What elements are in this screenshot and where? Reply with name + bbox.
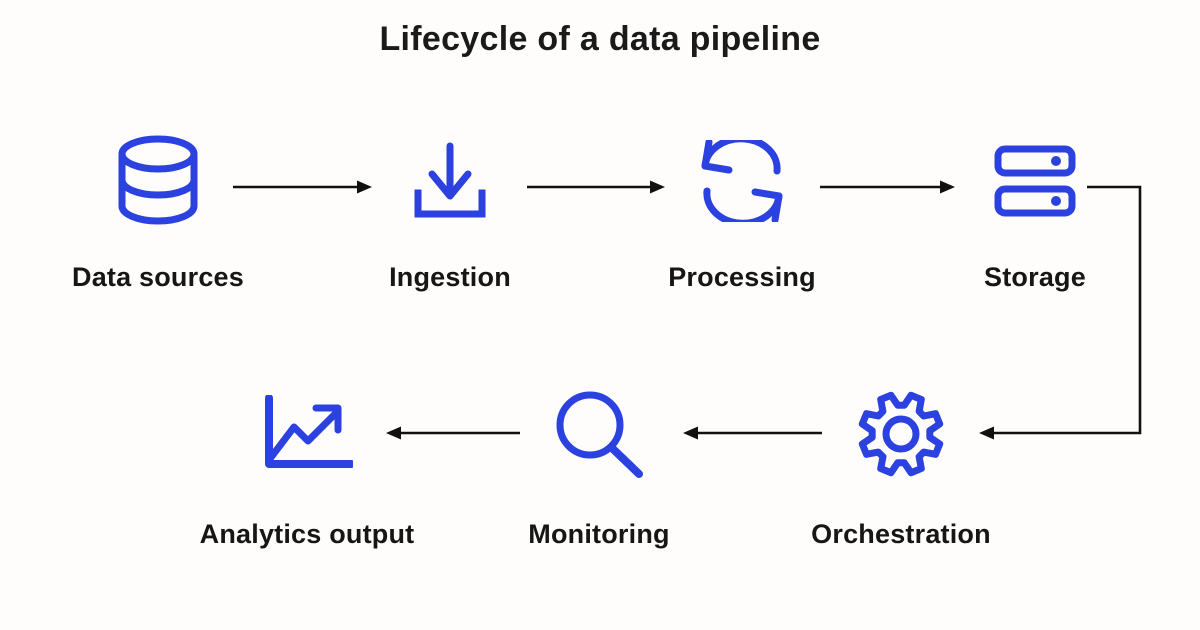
diagram-title: Lifecycle of a data pipeline — [379, 20, 821, 58]
download-icon — [408, 133, 492, 228]
stage-processing: Processing — [622, 133, 862, 293]
database-icon — [116, 133, 200, 228]
stage-label: Processing — [668, 262, 816, 292]
stage-label: Data sources — [72, 262, 244, 292]
stage-orchestration: Orchestration — [781, 386, 1021, 550]
stage-label: Ingestion — [389, 262, 511, 292]
server-stack-icon — [993, 133, 1077, 228]
stage-label: Monitoring — [528, 519, 670, 549]
stage-storage: Storage — [915, 133, 1155, 293]
sync-arrows-icon — [698, 133, 786, 228]
stage-label: Orchestration — [811, 519, 991, 549]
stage-label: Storage — [984, 262, 1086, 292]
stage-label: Analytics output — [199, 519, 415, 549]
line-chart-icon — [261, 386, 353, 481]
stage-data-sources: Data sources — [38, 133, 278, 293]
stage-ingestion: Ingestion — [330, 133, 570, 293]
stage-analytics-output: Analytics output — [187, 386, 427, 550]
gear-icon — [856, 386, 946, 481]
magnifier-icon — [553, 386, 645, 481]
stage-monitoring: Monitoring — [479, 386, 719, 550]
